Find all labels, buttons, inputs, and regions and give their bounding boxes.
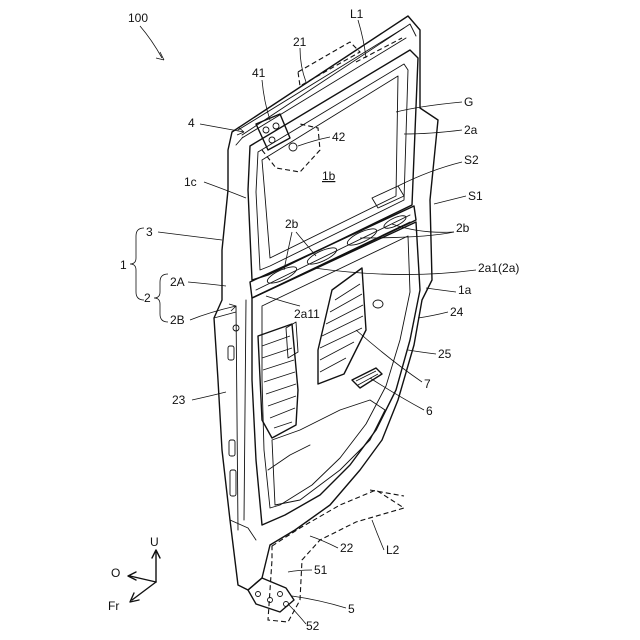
label-L1: L1 [350,7,364,21]
label-2a-top: 2a [464,123,478,137]
label-3: 3 [146,225,153,239]
lower-hinge [248,578,294,612]
reference-labels: 100 L1 21 41 G 4 42 2a S2 1b 1c S1 3 2b … [120,7,519,633]
label-2b-right: 2b [456,221,470,235]
label-2B: 2B [170,313,185,327]
grouping-braces [130,228,168,322]
axis-Fr-label: Fr [108,599,119,613]
panel-openings [258,268,385,505]
label-S1: S1 [468,189,483,203]
label-100: 100 [128,11,148,25]
label-2a1: 2a1(2a) [478,261,519,275]
label-G: G [464,95,473,109]
label-1c: 1c [184,175,197,189]
label-41: 41 [252,66,266,80]
label-25: 25 [438,347,452,361]
label-2: 2 [144,291,151,305]
label-51: 51 [314,563,328,577]
label-52: 52 [306,619,320,633]
label-2b-left: 2b [285,217,299,231]
label-23: 23 [172,393,186,407]
label-21: 21 [293,35,307,49]
label-22: 22 [340,541,354,555]
label-24: 24 [450,305,464,319]
axis-indicator: U O Fr [108,535,160,613]
label-1b: 1b [322,169,336,183]
label-42: 42 [332,130,346,144]
label-4: 4 [188,116,195,130]
label-S2: S2 [464,153,479,167]
belt-rail [250,186,416,298]
label-L2: L2 [386,543,400,557]
label-7: 7 [424,377,431,391]
label-1: 1 [120,258,127,272]
label-1a: 1a [458,283,472,297]
label-6: 6 [426,404,433,418]
label-5: 5 [348,602,355,616]
axis-U-label: U [150,535,159,549]
door-outline [214,16,438,590]
label-2A: 2A [170,275,185,289]
label-2a11: 2a11 [294,307,320,321]
axis-O-label: O [111,566,120,580]
